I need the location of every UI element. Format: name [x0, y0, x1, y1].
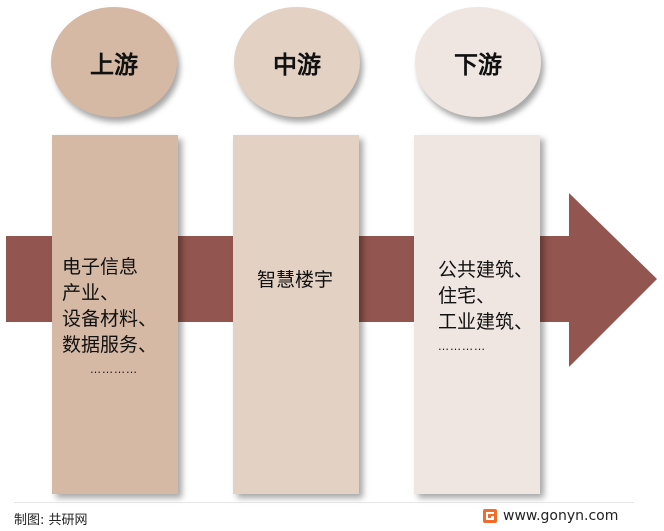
- stage-circle-midstream: 中游: [234, 7, 360, 117]
- stage-box-midstream: 智慧楼宇: [233, 135, 359, 494]
- stage-title-downstream: 下游: [454, 50, 502, 79]
- stage-content-downstream: 公共建筑、 住宅、 工业建筑、: [438, 259, 534, 333]
- stage-content-midstream: 智慧楼宇: [257, 269, 334, 291]
- stage-ellipsis-downstream: …………: [438, 340, 486, 353]
- gonyn-logo-icon: [483, 509, 497, 523]
- footer-credit: 制图: 共研网: [14, 513, 88, 528]
- stage-ellipsis-upstream: …………: [90, 363, 138, 376]
- stage-box-downstream: 公共建筑、 住宅、 工业建筑、 …………: [414, 135, 540, 494]
- footer-divider: [14, 502, 634, 503]
- stage-title-midstream: 中游: [273, 50, 321, 79]
- footer-website: www.gonyn.com: [483, 508, 618, 524]
- stage-content-upstream: 电子信息 产业、 设备材料、 数据服务、: [62, 256, 158, 356]
- stage-circle-upstream: 上游: [51, 7, 177, 117]
- stage-box-upstream: 电子信息 产业、 设备材料、 数据服务、 …………: [52, 135, 178, 494]
- website-url: www.gonyn.com: [503, 508, 619, 524]
- stage-circle-downstream: 下游: [415, 7, 541, 117]
- stage-title-upstream: 上游: [90, 50, 138, 79]
